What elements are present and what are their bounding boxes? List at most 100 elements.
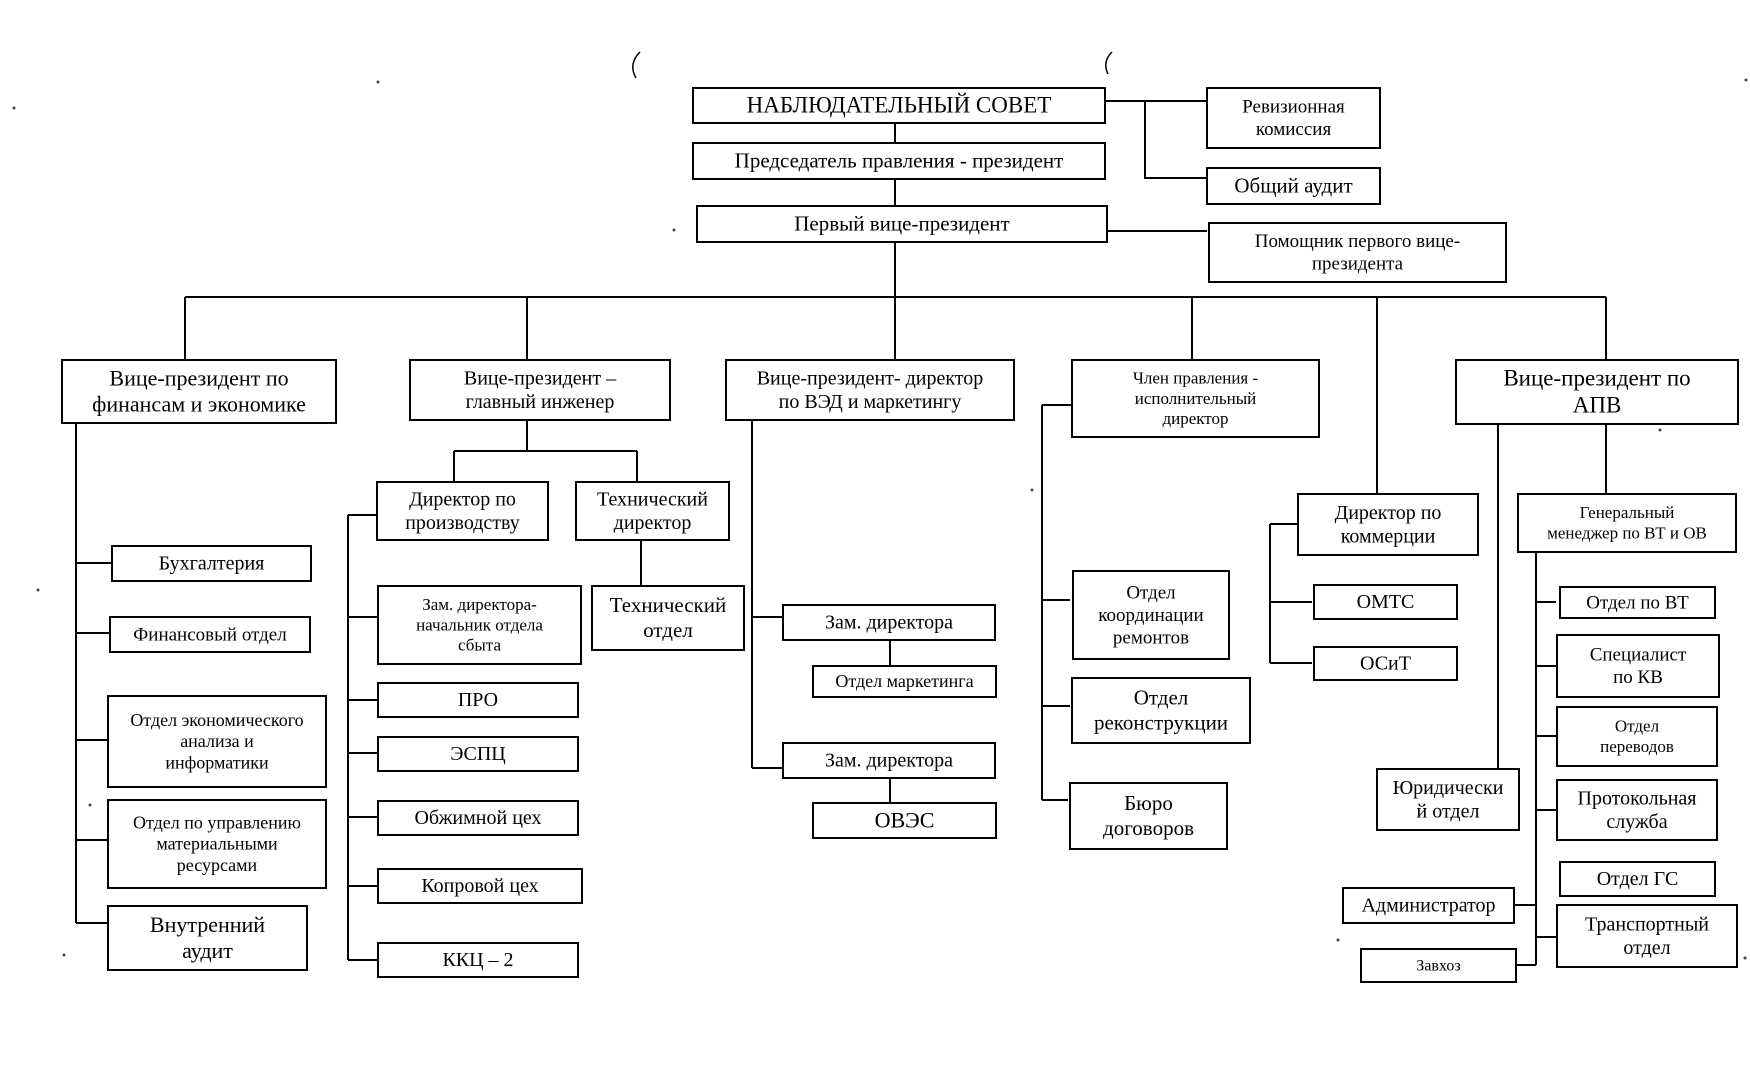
org-box-frame — [376, 481, 549, 541]
org-box-label: переводов — [1600, 737, 1674, 756]
org-box-frame — [812, 802, 997, 839]
org-box-label: Вице-президент – — [464, 367, 617, 389]
org-box-label: й отдел — [1417, 801, 1480, 823]
org-box-assistant: Помощник первого вице-президента — [1208, 222, 1507, 283]
org-box-material-dept: Отдел по управлениюматериальнымиресурсам… — [107, 799, 327, 889]
org-box-label: служба — [1606, 811, 1667, 833]
org-box-frame — [1556, 706, 1718, 767]
org-box-label: Вице-президент- директор — [757, 367, 984, 389]
org-box-obzhim: Обжимной цех — [377, 800, 579, 836]
org-box-label: директор — [614, 512, 692, 534]
org-box-label: сбыта — [458, 635, 501, 654]
org-box-frame — [1556, 634, 1720, 698]
org-box-label: Технический — [597, 488, 708, 510]
org-box-frame — [409, 359, 671, 421]
org-box-kopr: Копровой цех — [377, 868, 583, 904]
org-box-label: Зам. директора- — [422, 595, 537, 614]
connector-lines — [75, 100, 1607, 966]
org-box-frame — [377, 942, 579, 978]
org-box-omts: ОМТС — [1313, 584, 1458, 620]
org-box-oves: ОВЭС — [812, 802, 997, 839]
org-box-frame — [107, 695, 327, 788]
org-box-label: Отдел — [1134, 686, 1189, 710]
org-box-label: Первый вице-президент — [794, 212, 1009, 236]
org-box-label: Отдел по управлению — [133, 812, 301, 832]
org-box-frame — [377, 585, 582, 665]
org-box-label: Транспортный — [1585, 913, 1709, 935]
org-box-label: президента — [1312, 254, 1404, 275]
org-box-frame — [692, 87, 1106, 124]
org-box-label: производству — [405, 512, 520, 534]
org-box-frame — [1071, 359, 1320, 438]
org-box-label: ОВЭС — [875, 807, 935, 832]
org-box-label: АПВ — [1573, 393, 1622, 418]
org-box-chairman: Председатель правления - президент — [692, 142, 1106, 180]
org-box-frame — [812, 665, 997, 698]
org-box-fin-dept: Финансовый отдел — [109, 616, 311, 653]
org-box-frame — [1206, 167, 1381, 205]
org-box-frame — [377, 800, 579, 836]
org-box-label: коммерции — [1341, 526, 1436, 548]
org-box-label: Отдел экономического — [130, 710, 303, 730]
org-box-label: Отдел — [1126, 582, 1176, 603]
org-box-frame — [109, 616, 311, 653]
org-box-label: Член правления - — [1133, 369, 1259, 388]
org-box-label: Юридически — [1393, 777, 1504, 799]
org-box-label: информатики — [165, 752, 269, 772]
org-box-frame — [1071, 677, 1251, 744]
org-box-label: Директор по — [1335, 502, 1442, 524]
org-box-frame — [692, 142, 1106, 180]
org-box-label: ЭСПЦ — [450, 743, 505, 765]
org-box-frame — [111, 545, 312, 582]
org-box-frame — [1069, 782, 1228, 850]
org-box-marketing: Отдел маркетинга — [812, 665, 997, 698]
org-box-label: Специалист — [1590, 645, 1687, 666]
org-box-label: Отдел маркетинга — [835, 671, 973, 691]
org-box-administrator: Администратор — [1342, 887, 1515, 924]
org-box-frame — [1376, 768, 1520, 831]
org-box-label: по ВЭД и маркетингу — [779, 391, 962, 413]
org-box-first-vp: Первый вице-президент — [696, 205, 1108, 243]
org-box-frame — [1559, 861, 1716, 897]
org-box-frame — [782, 604, 996, 641]
org-box-zavhoz: Завхоз — [1360, 948, 1517, 983]
org-box-label: директор — [1162, 409, 1228, 428]
org-box-label: ресурсами — [177, 855, 258, 875]
org-box-kkc: ККЦ – 2 — [377, 942, 579, 978]
org-box-label: Председатель правления - президент — [735, 149, 1064, 173]
org-box-board: НАБЛЮДАТЕЛЬНЫЙ СОВЕТ — [692, 87, 1106, 124]
org-box-label: НАБЛЮДАТЕЛЬНЫЙ СОВЕТ — [747, 93, 1052, 118]
org-box-frame — [1360, 948, 1517, 983]
org-box-label: Бухгалтерия — [159, 553, 265, 575]
org-box-label: материальными — [156, 834, 278, 854]
org-box-label: по КВ — [1613, 667, 1663, 688]
org-box-label: договоров — [1103, 816, 1194, 840]
org-box-label: Генеральный — [1580, 503, 1675, 522]
org-box-frame — [725, 359, 1015, 421]
org-box-label: ПРО — [458, 689, 498, 711]
org-box-label: Обжимной цех — [414, 807, 541, 829]
org-box-vp-eng: Вице-президент –главный инженер — [409, 359, 671, 421]
org-box-frame — [1297, 493, 1479, 556]
org-box-frame — [1455, 359, 1739, 425]
org-box-frame — [107, 799, 327, 889]
org-box-label: Помощник первого вице- — [1255, 231, 1460, 252]
org-box-label: менеджер по ВТ и ОВ — [1547, 523, 1707, 542]
org-box-label: Общий аудит — [1234, 174, 1352, 198]
org-box-frame — [696, 205, 1108, 243]
org-box-frame — [1206, 87, 1381, 149]
org-box-accounting: Бухгалтерия — [111, 545, 312, 582]
org-box-deputy2: Зам. директора — [782, 742, 996, 779]
org-box-label: отдел — [1623, 937, 1670, 959]
